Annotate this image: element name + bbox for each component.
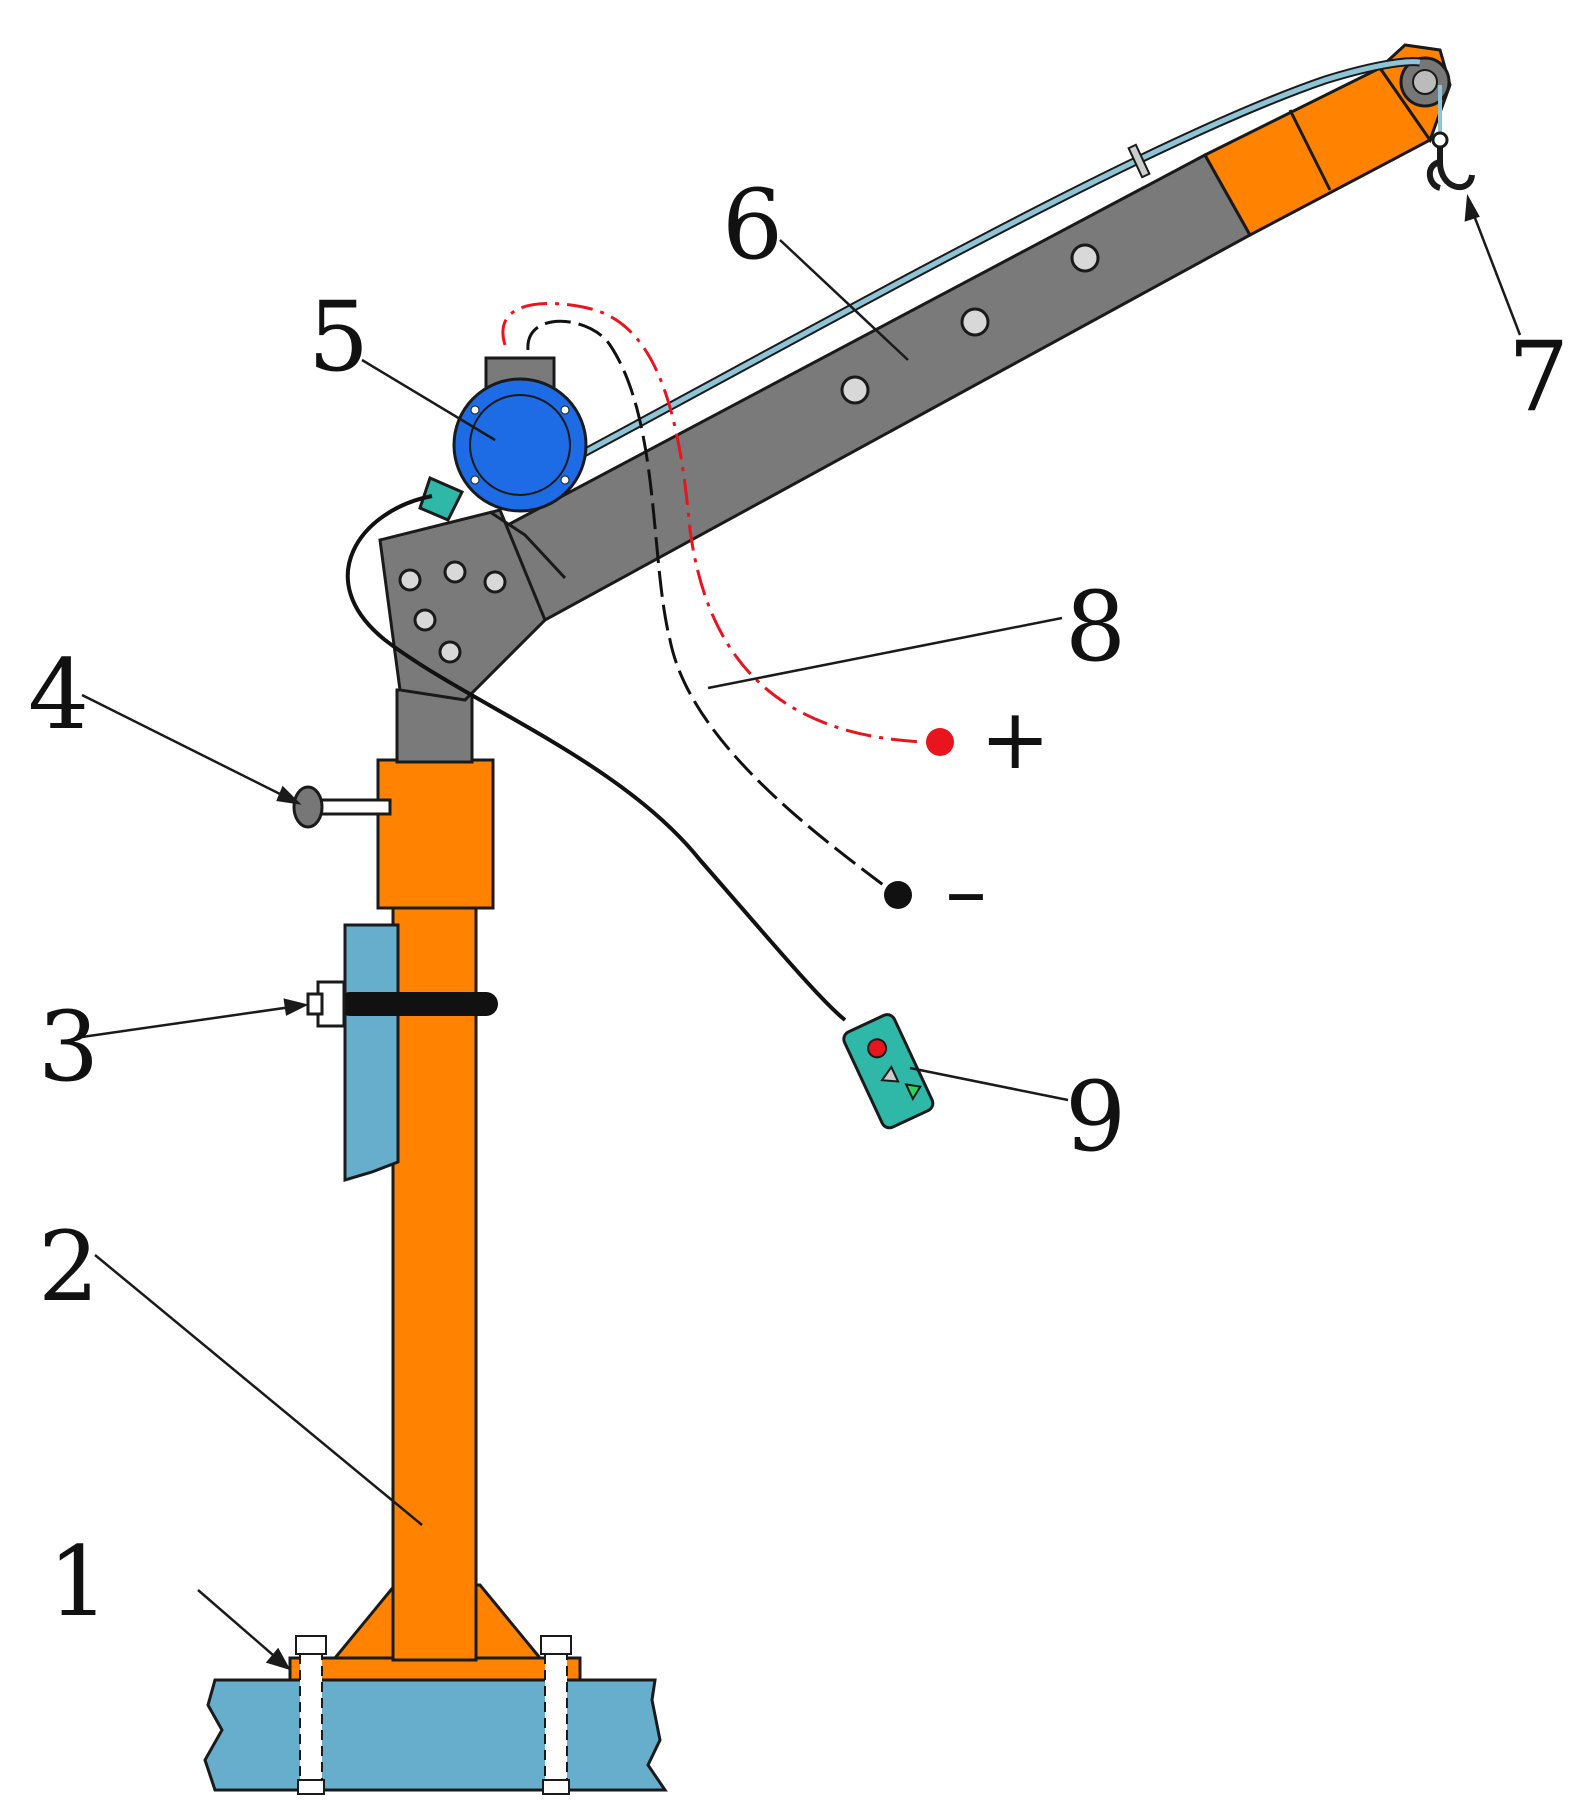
stop-button-icon <box>867 1038 888 1059</box>
tip-pulley <box>1399 56 1451 108</box>
boom-arm <box>378 152 1253 702</box>
callout-1: 1 <box>48 1526 109 1638</box>
callout-2: 2 <box>38 1211 99 1323</box>
side-mount-plate <box>343 923 400 1183</box>
up-arrow-button-icon <box>880 1065 900 1083</box>
pendant-cable <box>345 494 847 1022</box>
wire-rope <box>577 57 1442 459</box>
callout-8: 8 <box>1065 571 1126 683</box>
callout-9: 9 <box>1065 1061 1126 1173</box>
vertical-column <box>391 898 478 1662</box>
negative-terminal-dot <box>884 881 912 909</box>
winch-motor <box>418 356 588 522</box>
callout-3: 3 <box>38 991 99 1103</box>
callout-6: 6 <box>722 169 783 281</box>
positive-terminal-sign: + <box>980 690 1050 788</box>
callout-4: 4 <box>28 639 89 751</box>
clamp-bolt <box>306 980 498 1028</box>
lifting-hook <box>1426 131 1475 191</box>
anchor-bolt-left <box>295 1635 327 1795</box>
anchor-bolt-right <box>540 1635 572 1795</box>
callout-5: 5 <box>308 281 369 393</box>
foundation-beam <box>203 1678 668 1792</box>
positive-terminal-dot <box>926 728 954 756</box>
locking-handle <box>292 785 392 829</box>
leader-lines <box>74 193 1522 1671</box>
callout-labels: 1 2 3 4 5 6 7 8 9 + – <box>28 169 1569 1638</box>
callout-7: 7 <box>1508 321 1569 433</box>
down-arrow-button-icon <box>904 1083 922 1102</box>
power-leads <box>501 302 954 909</box>
rotating-sleeve <box>376 758 495 910</box>
pendant-control <box>842 1013 935 1130</box>
negative-terminal-sign: – <box>945 842 987 940</box>
